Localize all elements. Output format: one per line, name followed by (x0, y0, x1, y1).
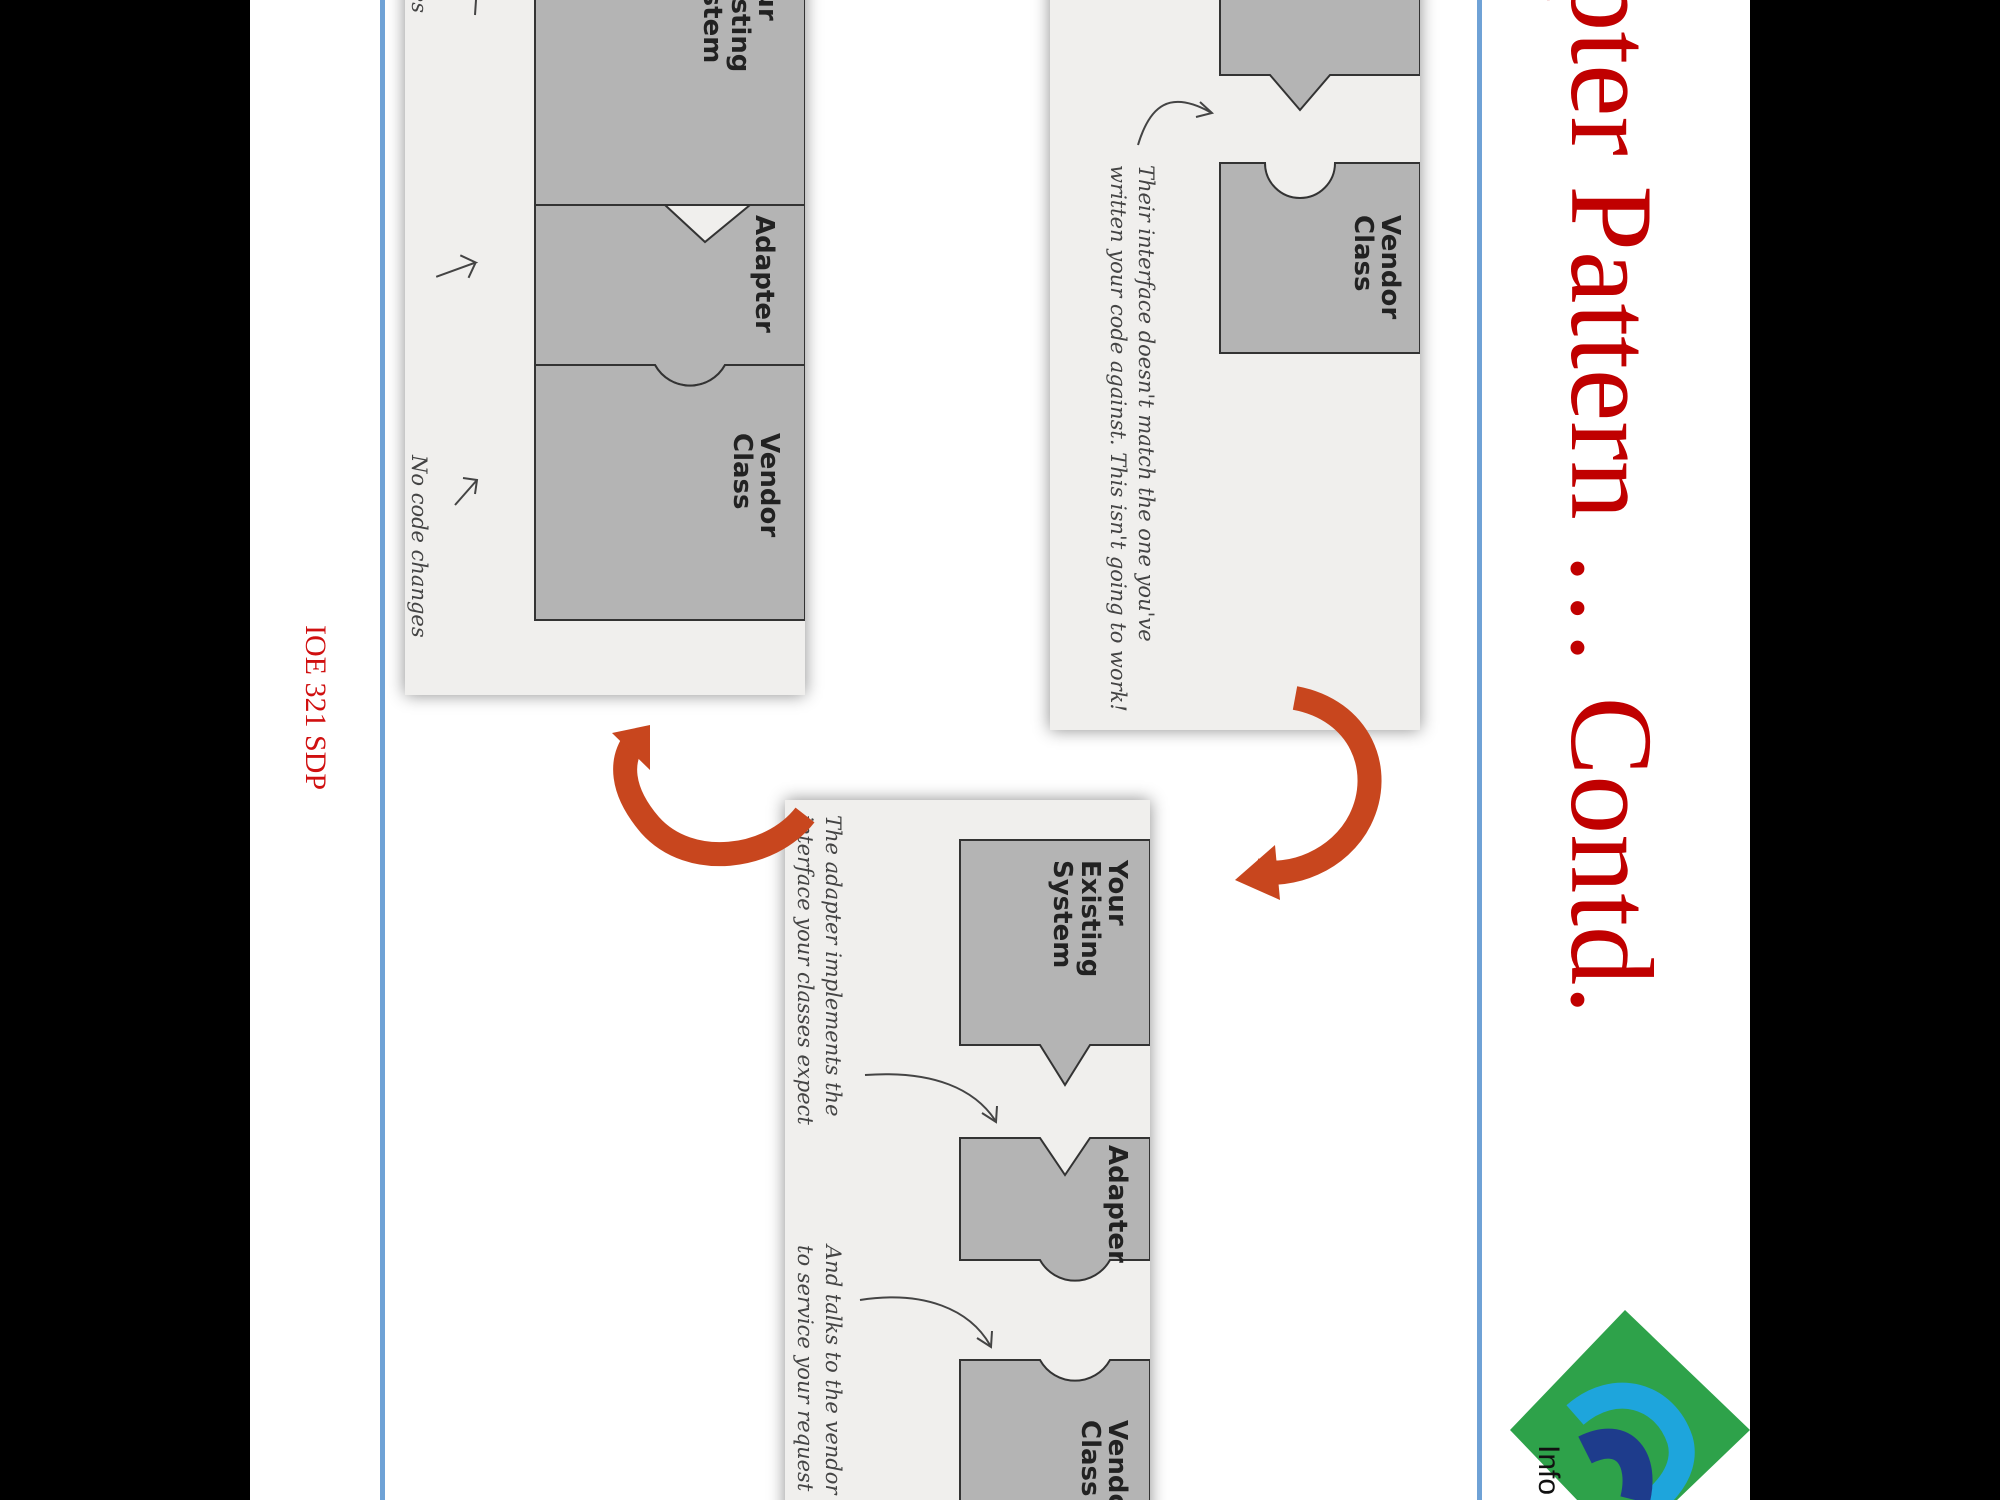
right-border-line (1477, 0, 1482, 1500)
panel-left-shapes (435, 0, 805, 621)
logo-text: Info (1532, 1445, 1565, 1496)
bottom-vendor-class-block (959, 1359, 1150, 1500)
left-existing-system-block (534, 0, 805, 206)
existing-system-block (1219, 0, 1420, 112)
left-vendor-class-block (534, 364, 805, 621)
curved-arrow-right (1235, 686, 1382, 900)
logo-icon (1510, 1310, 1750, 1500)
left-border-line (380, 0, 385, 1500)
panel-top-right-shapes (1137, 0, 1420, 354)
panel-bottom: Your Existing System Adapter Vendor Clas… (785, 800, 1150, 1500)
flow-arrows (612, 686, 1382, 900)
panel-top-right: Vendor Class Their interface doesn't mat… (1050, 0, 1420, 730)
panel-left: Your Existing System Adapter Vendor Clas… (405, 0, 805, 695)
panel-bottom-shapes (859, 839, 1150, 1500)
bottom-adapter-block (959, 1137, 1150, 1282)
bottom-existing-system-block (959, 839, 1150, 1087)
curved-arrow-left (612, 725, 815, 867)
vendor-class-block (1219, 162, 1420, 354)
logo: Info (1505, 1300, 1750, 1500)
slide: apter Pattern … Contd. IOE 321 SDP Vendo… (250, 0, 1750, 1500)
